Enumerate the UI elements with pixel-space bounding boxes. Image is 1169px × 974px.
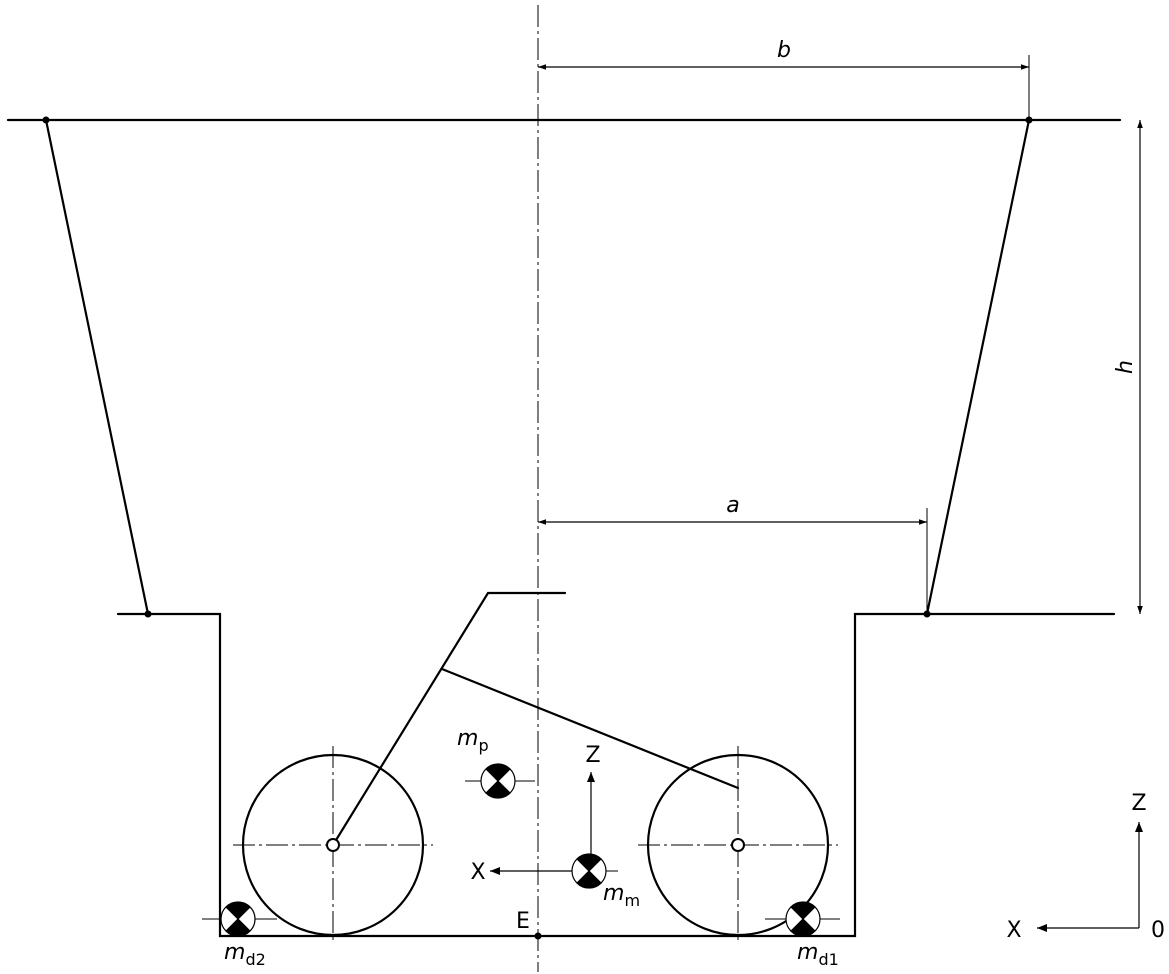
md1-cg-symbol	[785, 901, 821, 937]
mp-label-base: m	[457, 726, 478, 751]
frame-front-line	[331, 591, 567, 847]
mp-label: mp	[457, 726, 489, 755]
md1-label-base: m	[797, 940, 818, 965]
mp-cg-symbol	[480, 763, 516, 799]
point-e-label: E	[516, 909, 530, 934]
point-e-dot	[534, 932, 542, 940]
mp-label-sub: p	[478, 736, 488, 755]
dim-h-label: h	[1113, 360, 1138, 374]
mm-label-sub: m	[624, 891, 640, 910]
left-slant-line	[44, 118, 150, 616]
global-z-axis-label: Z	[1131, 791, 1146, 816]
left-wheel-hub	[326, 838, 340, 852]
mm-cg-symbol	[571, 853, 607, 889]
md1-label-sub: d1	[818, 950, 838, 969]
md2-label-sub: d2	[245, 950, 265, 969]
frame-top-line	[440, 667, 740, 790]
vehicle-z-axis-label: Z	[585, 743, 600, 768]
mm-label: mm	[603, 881, 640, 910]
joint-dot-bottom-left	[144, 610, 152, 618]
md1-label: md1	[797, 940, 839, 969]
global-x-axis-label: X	[1006, 918, 1021, 943]
dim-a-label: a	[726, 493, 739, 518]
md2-cg-symbol	[220, 901, 256, 937]
right-wheel-hub	[731, 838, 745, 852]
right-slant-line	[925, 118, 1031, 616]
md2-label-base: m	[224, 940, 245, 965]
vehicle-x-axis-label: X	[470, 860, 485, 885]
mm-label-base: m	[603, 881, 624, 906]
dim-b-label: b	[777, 38, 791, 63]
joint-dot-top-left	[42, 116, 50, 124]
global-origin-label: 0	[1151, 918, 1165, 943]
md2-label: md2	[224, 940, 266, 969]
